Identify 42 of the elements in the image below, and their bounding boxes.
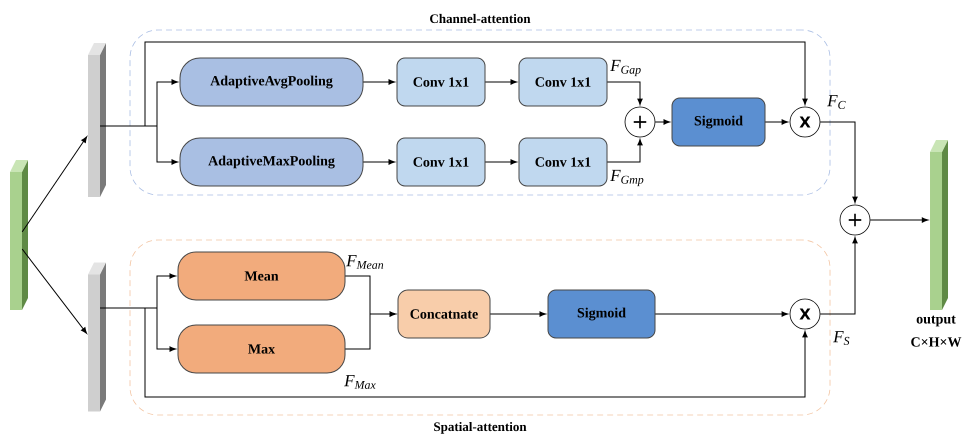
symbol-label: F$_{S}$	[833, 331, 850, 345]
arrow	[870, 217, 928, 223]
concat-box: Concatnate	[398, 290, 490, 338]
symbol-label: F$_{Mean}$	[346, 255, 384, 269]
feature-map-drawing	[10, 160, 28, 310]
pooling-box: AdaptiveMaxPooling	[180, 138, 364, 186]
arrow	[485, 159, 517, 165]
mean-box: Mean	[178, 252, 346, 300]
feature-map-drawing	[88, 262, 106, 412]
arrow	[363, 159, 395, 165]
arrow	[607, 138, 643, 162]
conv-box: Conv 1x1	[518, 58, 608, 106]
sigmoid-box: Sigmoid	[672, 98, 766, 146]
max-box: Max	[178, 324, 346, 374]
conv-box: Conv 1x1	[396, 58, 486, 106]
node-label: Channel-attention	[430, 14, 530, 24]
arrow	[485, 79, 517, 85]
arrow	[655, 311, 788, 317]
symbol-label: F$_{Gap}$	[610, 60, 641, 76]
arrow	[820, 122, 858, 204]
sigmoid-box: Sigmoid	[548, 290, 656, 338]
output-label: C×H×W	[911, 337, 962, 347]
output-label: output	[916, 316, 956, 326]
pooling-box: AdaptiveAvgPooling	[180, 58, 364, 106]
symbol-label: F$_{Max}$	[344, 375, 376, 389]
arrow	[363, 79, 395, 85]
arrow	[765, 119, 788, 125]
arrow	[100, 308, 808, 398]
feature-map-drawing	[88, 43, 106, 197]
conv-box: Conv 1x1	[396, 138, 486, 186]
arrow	[345, 311, 396, 350]
arrow	[22, 136, 88, 232]
arrow	[22, 248, 88, 334]
arrow	[820, 236, 858, 314]
arrow	[100, 42, 808, 126]
node-label: Spatial-attention	[434, 422, 526, 434]
arrow	[490, 311, 546, 317]
arrow	[654, 119, 670, 125]
arrow	[607, 82, 643, 106]
symbol-label: F$_{Gmp}$	[610, 170, 644, 186]
symbol-label: F$_{C}$	[827, 95, 846, 109]
conv-box: Conv 1x1	[518, 138, 608, 186]
